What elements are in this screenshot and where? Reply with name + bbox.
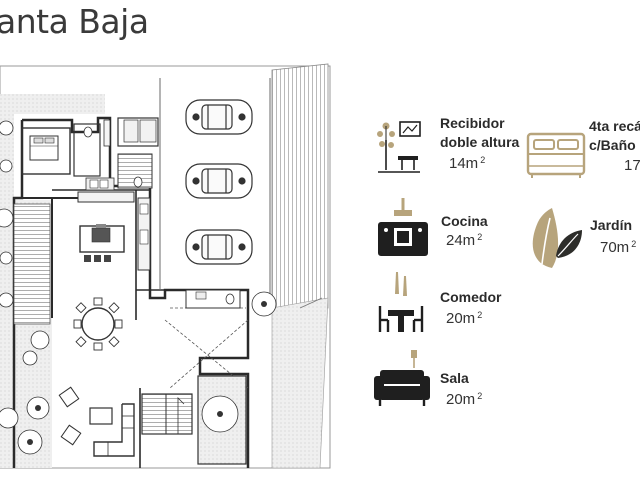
entry-plant-stand-icon [377,121,421,173]
car-icon [185,99,253,265]
garden-leaves-icon [532,208,582,268]
legend-label-line: c/Baño c [589,137,640,153]
legend-label-line: Recibidor [440,115,505,131]
legend-label-line: Comedor [440,289,502,305]
dining-table-icon [378,272,424,332]
legend-label-line: Cocina [441,213,488,229]
floor-plan [0,63,331,469]
legend-label-line: doble altura [440,134,520,150]
legend-area: 17 [624,157,640,174]
page-title: anta Baja [0,2,149,41]
legend-label-line: Jardín [590,217,633,233]
sofa-lamp-icon [374,350,430,406]
legend-label-line: 4ta recá [589,118,640,134]
double-bed-icon [526,132,586,178]
legend-label-line: Sala [440,370,469,386]
kitchen-stove-icon [378,198,428,256]
